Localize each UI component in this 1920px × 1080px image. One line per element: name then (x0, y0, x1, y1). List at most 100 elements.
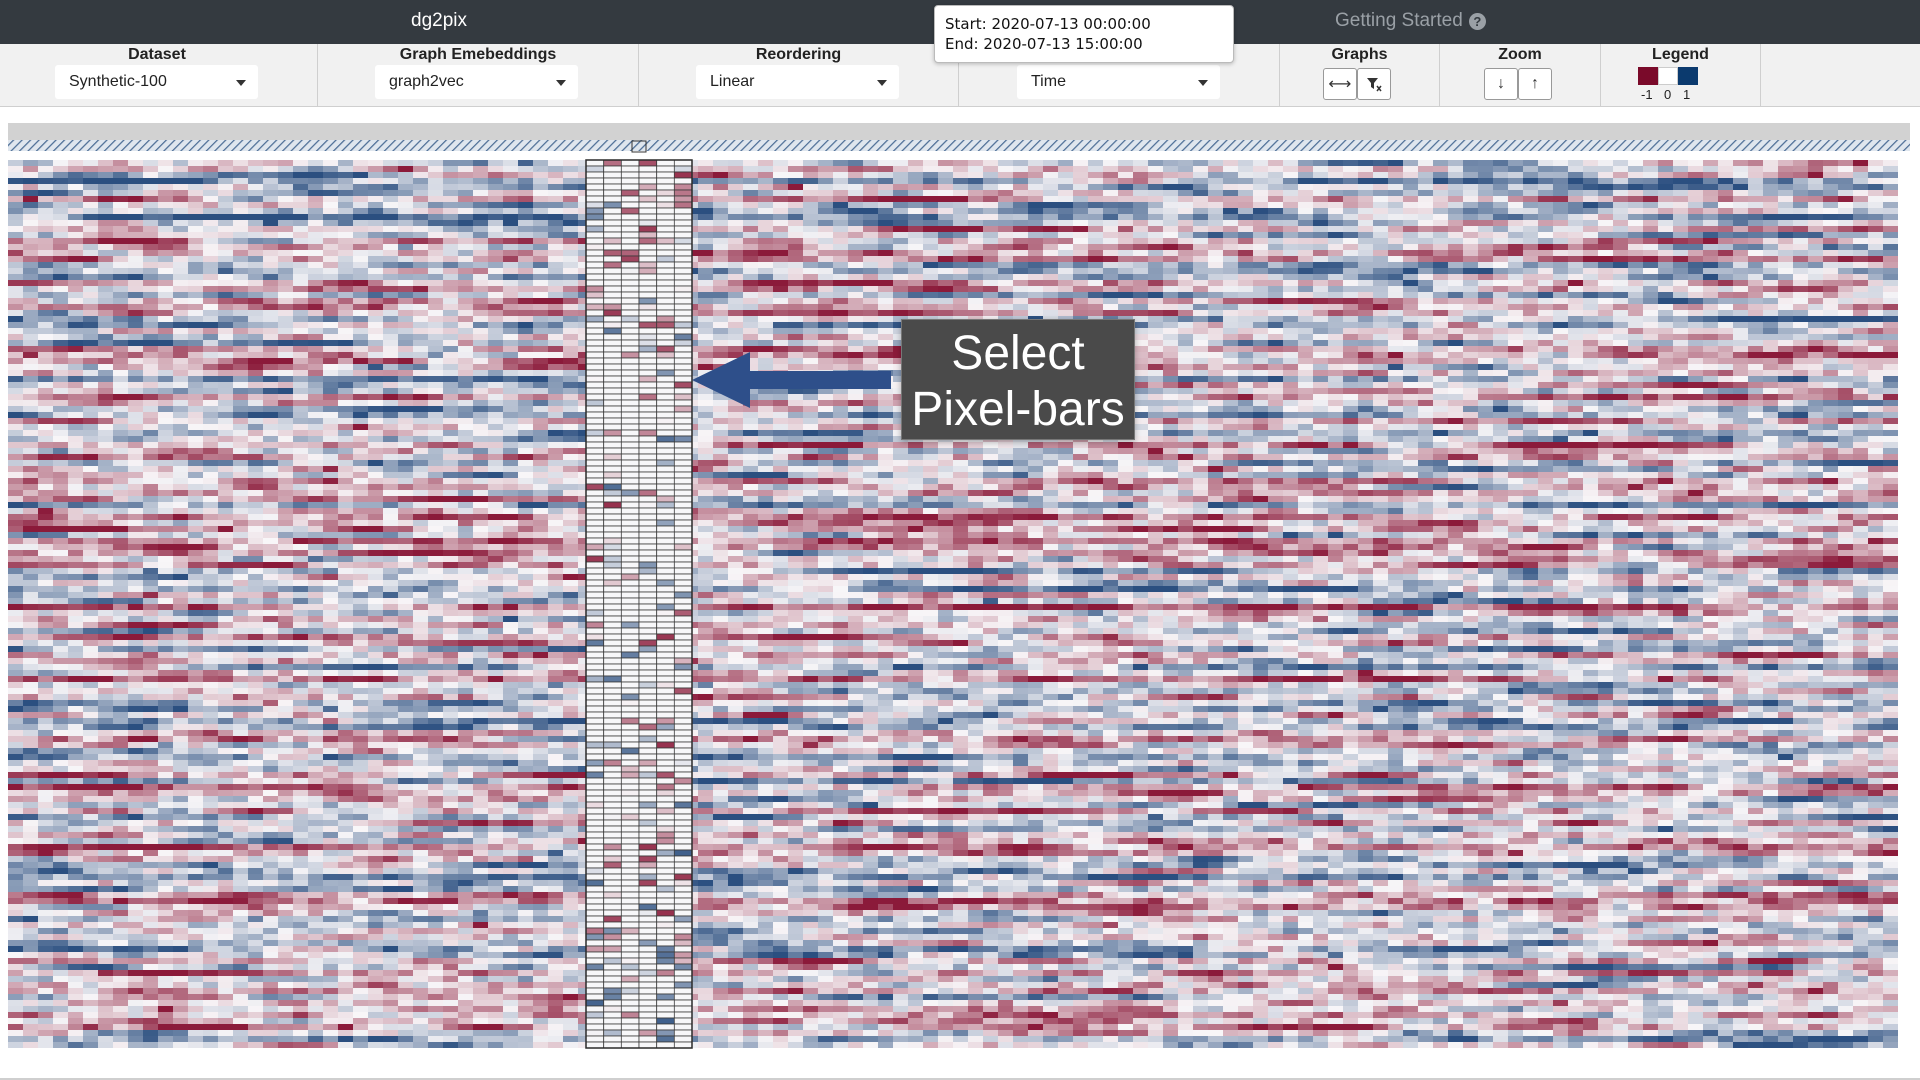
pixel-cell (1283, 262, 1298, 268)
embeddings-select[interactable]: graph2vec (375, 65, 578, 99)
pixel-cell (533, 382, 548, 388)
pixel-cell (1838, 244, 1853, 250)
pixel-cell (398, 268, 413, 274)
pixel-cell (563, 370, 578, 376)
pixel-cell (1718, 268, 1733, 274)
pixel-cell (1508, 190, 1523, 196)
pixel-cell (1748, 286, 1763, 292)
pixel-cell (473, 304, 488, 310)
getting-started-link[interactable]: Getting Started ? (1335, 10, 1486, 32)
pixel-cell (1253, 298, 1268, 304)
pixel-cell (743, 196, 758, 202)
pixel-cell (848, 304, 863, 310)
pixel-cell (1328, 232, 1343, 238)
pixel-cell (803, 286, 818, 292)
pixel-cell (413, 340, 428, 346)
pixel-cell (968, 172, 983, 178)
pixel-cell (788, 280, 803, 286)
pixel-cell (1298, 220, 1313, 226)
zoom-out-button[interactable]: ↓ (1484, 68, 1518, 100)
pixel-cell (278, 226, 293, 232)
pixel-cell (68, 328, 83, 334)
pixel-cell (728, 190, 743, 196)
pixel-cell (1538, 322, 1553, 328)
pixel-cell (158, 274, 173, 280)
pixel-cell (23, 286, 38, 292)
pixel-cell (743, 346, 758, 352)
pixel-cell (1823, 310, 1838, 316)
pixel-cell (218, 382, 233, 388)
pixel-cell (743, 298, 758, 304)
pixel-cell (1598, 256, 1613, 262)
pixel-cell (488, 184, 503, 190)
expand-graphs-button[interactable]: ⟷ (1323, 68, 1357, 100)
pixel-cell (1448, 214, 1463, 220)
pixel-cell (1583, 274, 1598, 280)
pixel-cell (1853, 388, 1868, 394)
brush-handle[interactable] (631, 140, 647, 153)
pixel-cell (698, 322, 713, 328)
pixel-cell (1838, 280, 1853, 286)
reordering-select[interactable]: Linear (696, 65, 899, 99)
pixel-cell (728, 274, 743, 280)
pixel-cell (458, 202, 473, 208)
zoom-in-button[interactable]: ↑ (1518, 68, 1552, 100)
pixel-cell (1748, 232, 1763, 238)
pixel-cell (53, 382, 68, 388)
pixel-cell (1088, 304, 1103, 310)
pixel-cell (1643, 352, 1658, 358)
pixel-cell (398, 214, 413, 220)
pixel-cell (173, 178, 188, 184)
chevron-down-icon (877, 80, 887, 86)
pixel-cell (1748, 376, 1763, 382)
pixel-cell (1793, 238, 1808, 244)
pixel-cell (1448, 232, 1463, 238)
pixel-cell (398, 196, 413, 202)
pixel-cell (728, 298, 743, 304)
pixel-cell (188, 160, 203, 166)
pixel-cell (1748, 244, 1763, 250)
pixel-cell (1478, 208, 1493, 214)
pixel-cell (833, 178, 848, 184)
pixel-cell (1478, 244, 1493, 250)
pixel-cell (203, 316, 218, 322)
pixel-cell (1733, 262, 1748, 268)
pixel-cell (323, 340, 338, 346)
pixel-cell (1193, 160, 1208, 166)
pixel-cell (23, 328, 38, 334)
pixel-cell (1883, 388, 1898, 394)
pixel-cell (1238, 322, 1253, 328)
pixel-cell (1808, 328, 1823, 334)
pixel-cell (818, 166, 833, 172)
pixel-cell (1733, 328, 1748, 334)
time-brush[interactable] (8, 140, 1910, 151)
pixel-cell (1628, 190, 1643, 196)
pixel-cell (1463, 310, 1478, 316)
pixel-grid[interactable] (8, 160, 1898, 1048)
pixel-cell (1823, 262, 1838, 268)
pixel-cell (863, 328, 878, 334)
pixel-cell (1658, 304, 1673, 310)
pixel-cell (548, 334, 563, 340)
pixel-cell (803, 184, 818, 190)
pixel-cell (1208, 382, 1223, 388)
pixel-cell (893, 196, 908, 202)
clear-filter-button[interactable] (1357, 68, 1391, 100)
pixel-cell (323, 376, 338, 382)
pixel-cell (68, 178, 83, 184)
pixel-cell (263, 232, 278, 238)
pixel-cell (473, 298, 488, 304)
pixel-cell (518, 388, 533, 394)
pixel-cell (1703, 340, 1718, 346)
pixel-cell (1268, 232, 1283, 238)
dataset-select[interactable]: Synthetic-100 (55, 65, 258, 99)
pixel-cell (353, 268, 368, 274)
pixel-cell (698, 358, 713, 364)
pixel-cell (713, 202, 728, 208)
time-select[interactable]: Time (1017, 65, 1220, 99)
pixel-cell (1058, 286, 1073, 292)
pixel-cell (773, 340, 788, 346)
pixel-cell (1373, 358, 1388, 364)
pixel-cell (1523, 256, 1538, 262)
